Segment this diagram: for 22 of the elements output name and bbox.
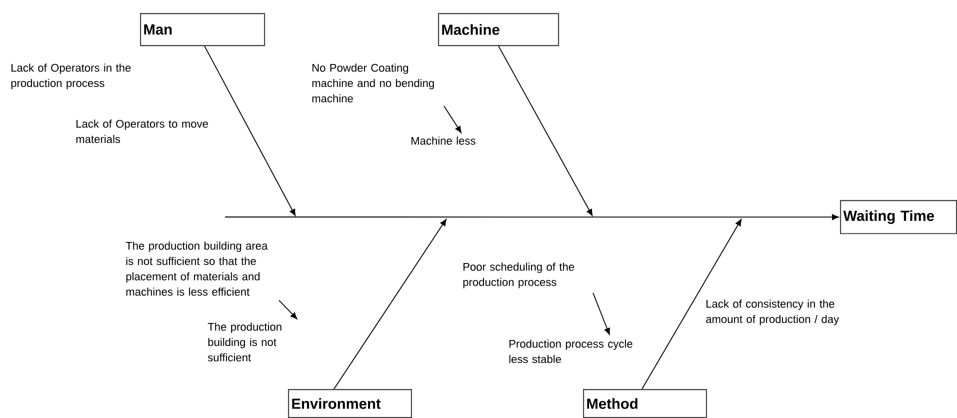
arrow xyxy=(278,300,298,320)
arrow xyxy=(592,292,610,335)
spine-arrow xyxy=(224,214,839,220)
category-box: Environment xyxy=(288,389,412,418)
category-box: Waiting Time xyxy=(840,200,957,234)
category-box: Man xyxy=(140,13,266,46)
cause-text: Lack of consistency in the amount of production / day xyxy=(706,300,840,326)
cause-arrow xyxy=(498,46,593,216)
cause-text: Lack of Operators to move materials xyxy=(76,120,208,144)
cause-text: Lack of Operators in the production process xyxy=(11,64,131,90)
cause-arrow xyxy=(642,219,742,390)
cause-arrow xyxy=(334,219,447,390)
category-box: Method xyxy=(583,389,707,418)
arrow xyxy=(444,106,462,133)
cause-text: Production process cycle less stable xyxy=(509,340,632,364)
cause-text: Poor scheduling of the production process xyxy=(463,262,574,288)
cause-text: The production building is not sufficient xyxy=(208,322,282,362)
cause-text: The production building area is not sufficient so that the placement of materials and machines is less efficient xyxy=(126,242,268,296)
cause-text: Machine less xyxy=(412,136,476,145)
cause-text: No Powder Coating machine and no bending machine xyxy=(312,64,434,102)
cause-arrow xyxy=(204,46,296,216)
category-box: Machine xyxy=(438,13,560,46)
